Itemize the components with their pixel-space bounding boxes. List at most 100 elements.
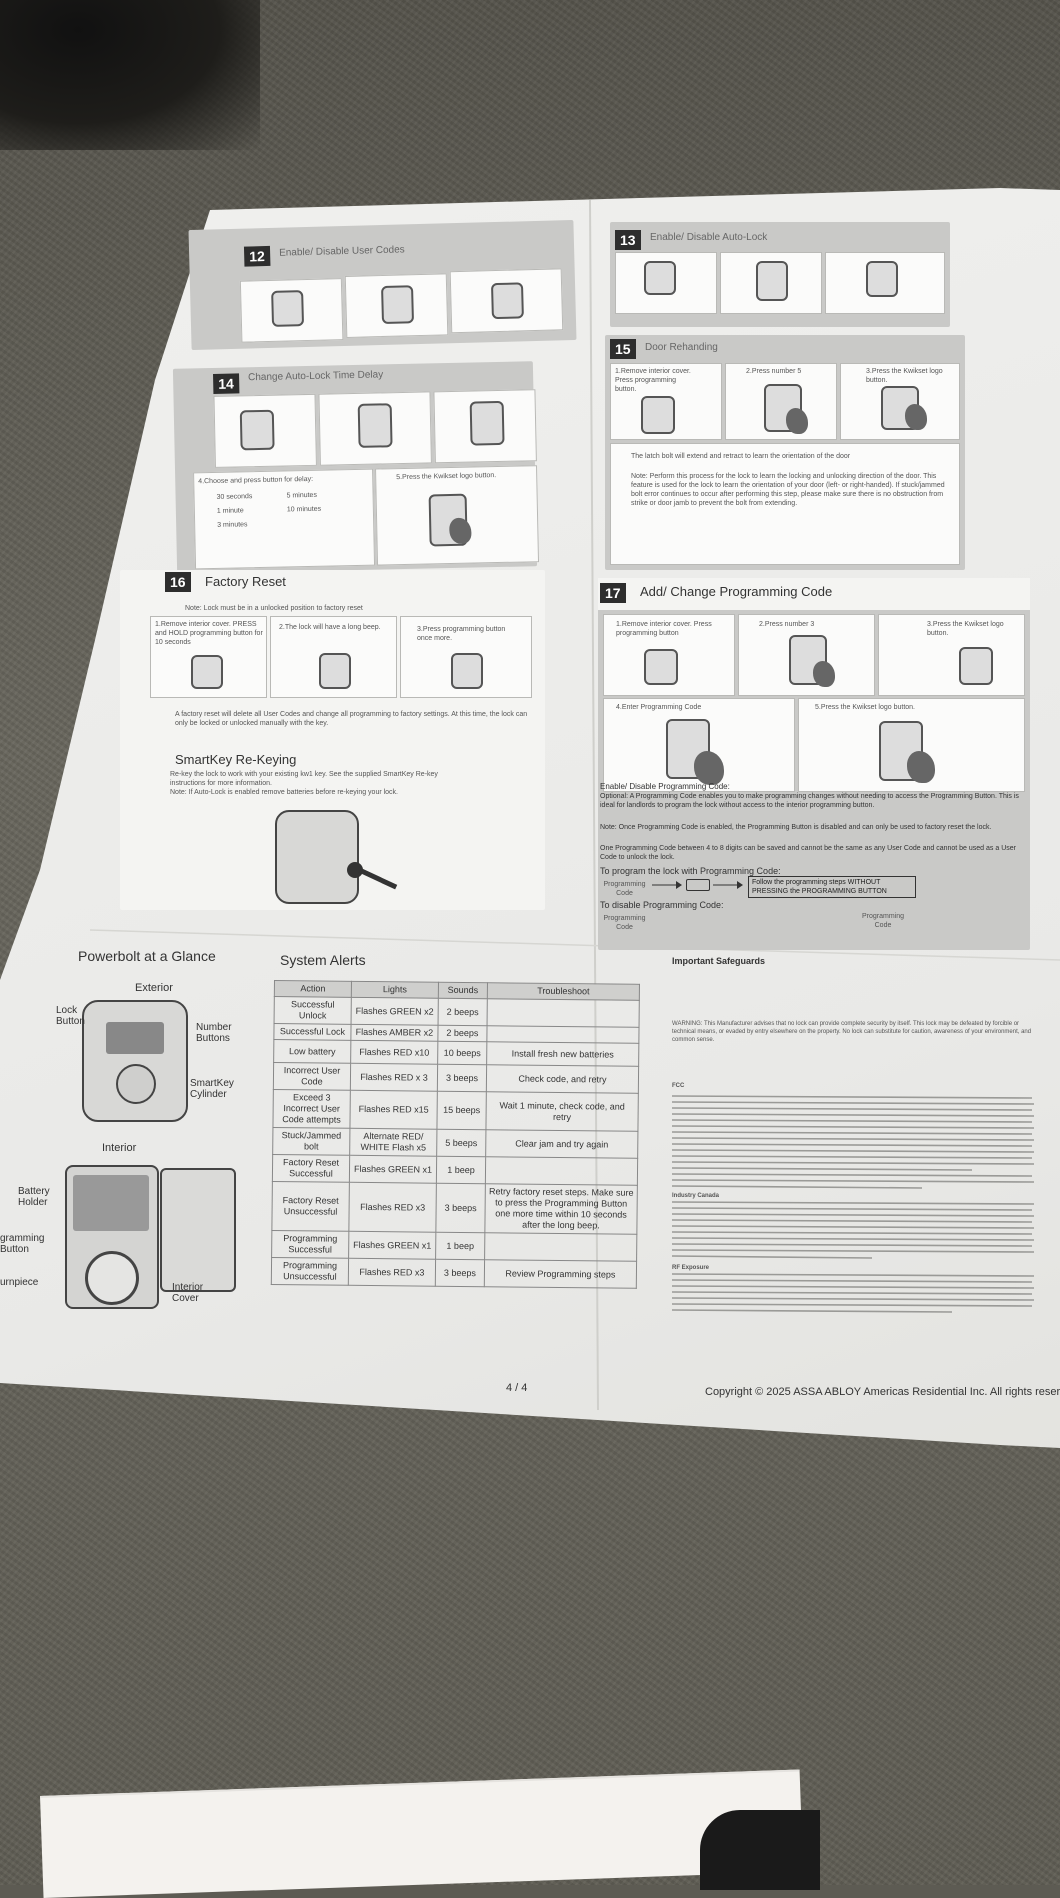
cell-action: Successful Unlock <box>274 996 352 1025</box>
s16-info: A factory reset will delete all User Cod… <box>175 711 528 727</box>
s15-note-1: The latch bolt will extend and retract t… <box>631 453 851 460</box>
cell-sounds: 2 beeps <box>437 1025 488 1042</box>
hand-icon <box>694 751 724 785</box>
interior-cover-illustration <box>160 1168 236 1292</box>
s16-step1-text: 1.Remove interior cover. PRESS and HOLD … <box>155 621 263 646</box>
label-interior-cover: Interior Cover <box>172 1282 204 1304</box>
header-lights: Lights <box>351 981 439 999</box>
label-programming-button: gramming Button <box>0 1233 45 1255</box>
s17-prog-label-2: Programming Code <box>603 915 646 931</box>
cell-action: Successful Lock <box>273 1023 352 1041</box>
hand-icon <box>907 751 935 783</box>
copyright-text: Copyright © 2025 ASSA ABLOY Americas Res… <box>705 1386 1060 1398</box>
hand-icon <box>813 661 835 687</box>
cell-lights: Flashes RED x3 <box>348 1182 437 1233</box>
s17-step-5: 5.Press the Kwikset logo button. <box>798 698 1025 792</box>
keypad-icon <box>959 647 993 685</box>
s14-step-5: 5.Press the Kwikset logo button. <box>375 465 540 566</box>
cell-fix <box>486 1025 640 1044</box>
section-number-15: 15 <box>610 339 636 359</box>
cell-action: Low battery <box>273 1039 351 1064</box>
fine-print-lines <box>672 1095 1035 1313</box>
cell-lights: Flashes RED x 3 <box>350 1063 438 1092</box>
system-alerts-table: Action Lights Sounds Troubleshoot Succes… <box>271 980 640 1289</box>
cell-lights: Flashes RED x10 <box>350 1040 438 1065</box>
s14-step-2 <box>318 391 432 466</box>
arrow-icon <box>652 881 682 889</box>
s17-follow: Follow the programming steps WITHOUT PRE… <box>748 876 916 898</box>
section-12-panel: 12 Enable/ Disable User Codes <box>188 219 577 351</box>
cell-lights: Flashes AMBER x2 <box>350 1024 439 1042</box>
cell-lights: Flashes GREEN x2 <box>351 997 439 1026</box>
s15-step-2: 2.Press number 5 <box>725 363 837 440</box>
s14-option-4: 10 minutes <box>286 505 322 514</box>
s17-step4-text: 4.Enter Programming Code <box>616 704 702 711</box>
safeguards-title: Important Safeguards <box>672 956 766 966</box>
cell-fix <box>485 1156 638 1186</box>
keypad-icon <box>451 653 483 689</box>
cell-sounds: 3 beeps <box>435 1259 485 1287</box>
cell-action: Factory Reset Unsuccessful <box>271 1181 350 1232</box>
header-troubleshoot: Troubleshoot <box>487 982 640 1001</box>
s14-step-4: 4.Choose and press button for delay: 30 … <box>193 468 376 570</box>
cell-fix: Retry factory reset steps. Make sure to … <box>484 1183 638 1235</box>
alerts-title: System Alerts <box>280 952 366 968</box>
keypad-icon <box>756 261 788 301</box>
s12-step-1 <box>239 278 344 343</box>
keypad-icon <box>866 261 898 297</box>
section-title-13: Enable/ Disable Auto-Lock <box>650 232 768 243</box>
s17-step1-text: 1.Remove interior cover. Press programmi… <box>616 621 712 637</box>
s17-note: Note: Once Programming Code is enabled, … <box>600 824 992 831</box>
cell-fix <box>484 1232 637 1262</box>
section-title-17: Add/ Change Programming Code <box>640 584 833 599</box>
cell-sounds: 2 beeps <box>438 998 488 1026</box>
smartkey-cylinder-icon <box>116 1064 156 1104</box>
cell-sounds: 10 beeps <box>437 1041 487 1065</box>
s15-step-1: 1.Remove interior cover. Press programmi… <box>610 363 722 440</box>
cell-fix <box>487 998 640 1028</box>
s17-digits: One Programming Code between 4 to 8 digi… <box>600 845 1016 861</box>
safeguards-industry-title: Industry Canada <box>672 1193 720 1199</box>
keypad-icon <box>271 290 305 327</box>
s14-option-2: 5 minutes <box>286 491 318 500</box>
keypad-icon <box>641 396 675 434</box>
label-number-buttons: Number Buttons <box>196 1022 232 1044</box>
glance-interior: Interior <box>102 1142 137 1154</box>
section-title-12: Enable/ Disable User Codes <box>278 244 405 259</box>
keypad-icon <box>644 261 676 295</box>
header-action: Action <box>274 980 352 998</box>
hand-icon <box>786 408 808 434</box>
s15-note-2: Note: Perform this process for the lock … <box>631 473 945 507</box>
section-14-panel: 14 Change Auto-Lock Time Delay 4.Choose … <box>172 361 540 574</box>
s14-option-1: 30 seconds <box>216 493 253 501</box>
s17-step-2: 2.Press number 3 <box>738 614 875 696</box>
s14-step5-text: 5.Press the Kwikset logo button. <box>396 472 497 482</box>
foreground-dark-object <box>700 1810 820 1890</box>
battery-holder-icon <box>73 1175 149 1231</box>
section-number-12: 12 <box>243 245 271 267</box>
s14-step4-text: 4.Choose and press button for delay: <box>198 475 314 486</box>
cell-sounds: 5 beeps <box>436 1129 486 1157</box>
keypad-icon <box>644 649 678 685</box>
cell-lights: Flashes RED x3 <box>348 1258 436 1287</box>
section-title-14: Change Auto-Lock Time Delay <box>247 369 384 384</box>
section-number-17: 17 <box>600 583 626 603</box>
turnpiece-icon <box>85 1251 139 1305</box>
cell-fix: Review Programming steps <box>484 1259 637 1289</box>
cell-lights: Flashes GREEN x1 <box>349 1155 437 1184</box>
keypad-icon <box>469 400 505 446</box>
arrow-icon <box>713 881 743 889</box>
keypad-icon <box>239 409 275 451</box>
s16-step-3: 3.Press programming button once more. <box>400 616 532 698</box>
label-lock-button: Lock Button <box>56 1005 85 1027</box>
cell-action: Programming Unsuccessful <box>271 1257 349 1286</box>
s16-step-1: 1.Remove interior cover. PRESS and HOLD … <box>150 616 267 698</box>
header-sounds: Sounds <box>438 982 488 999</box>
smartkey-title: SmartKey Re-Keying <box>175 752 297 767</box>
s17-step5-text: 5.Press the Kwikset logo button. <box>815 704 915 711</box>
interior-lock-illustration <box>65 1165 159 1309</box>
